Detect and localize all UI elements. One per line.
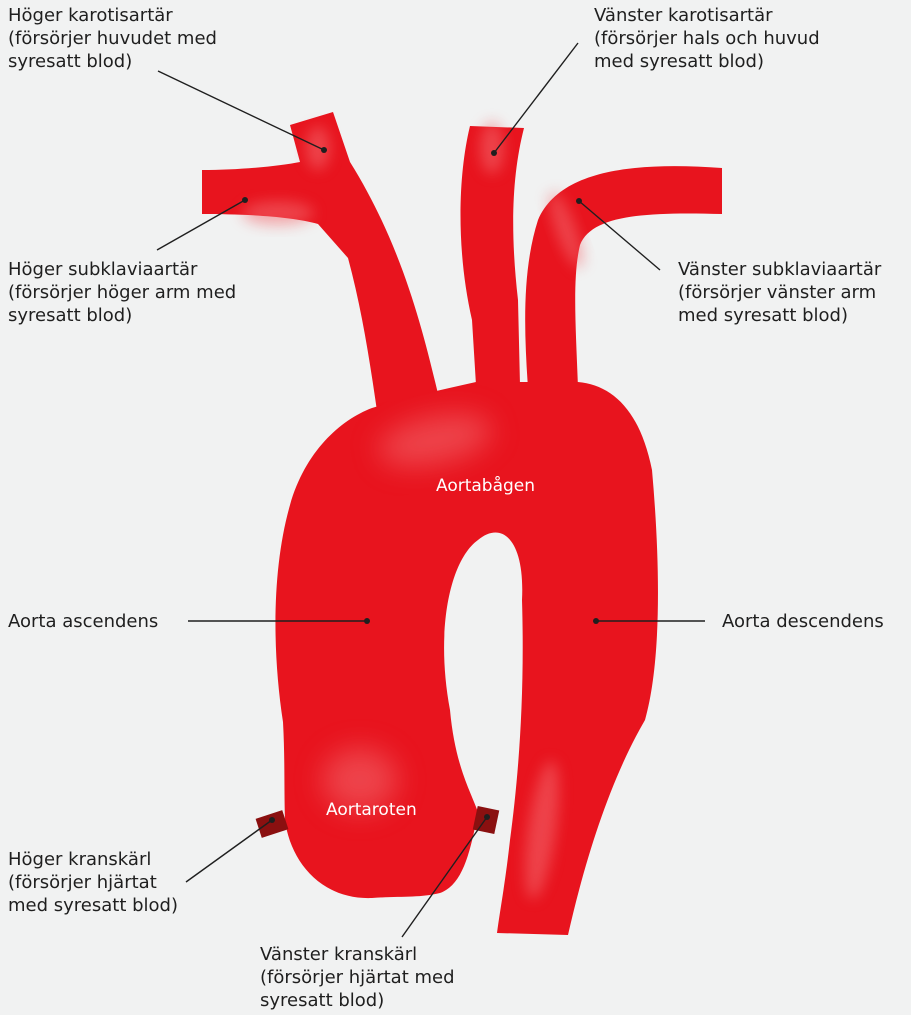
leader-right-subclavian bbox=[157, 200, 245, 250]
aorta-main-body bbox=[275, 382, 658, 935]
label-descending-aorta: Aorta descendens bbox=[722, 610, 884, 633]
label-left-subclavian: Vänster subklaviaartär (försörjer vänste… bbox=[678, 258, 881, 327]
label-right-coronary: Höger kranskärl (försörjer hjärtat med s… bbox=[8, 848, 178, 917]
leader-right-carotid bbox=[158, 71, 324, 150]
label-aortic-arch: Aortabågen bbox=[436, 476, 535, 496]
label-ascending-aorta: Aorta ascendens bbox=[8, 610, 158, 633]
right-coronary-stub bbox=[256, 810, 289, 838]
leader-left-carotid bbox=[494, 43, 578, 153]
label-right-subclavian: Höger subklaviaartär (försörjer höger ar… bbox=[8, 258, 236, 327]
label-left-carotid: Vänster karotisartär (försörjer hals och… bbox=[594, 4, 820, 73]
label-right-carotid: Höger karotisartär (försörjer huvudet me… bbox=[8, 4, 217, 73]
label-aortic-root: Aortaroten bbox=[326, 800, 417, 820]
leader-right-coronary bbox=[186, 820, 272, 882]
label-left-coronary: Vänster kranskärl (försörjer hjärtat med… bbox=[260, 943, 455, 1012]
